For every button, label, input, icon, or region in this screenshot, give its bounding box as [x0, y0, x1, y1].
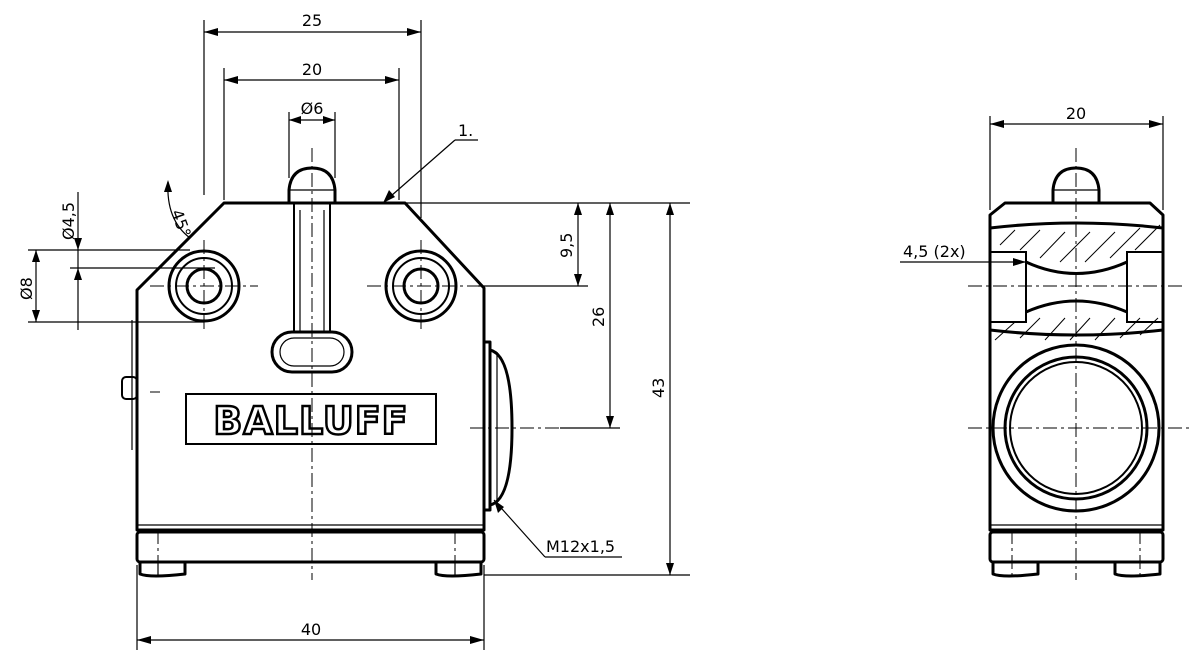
dim-dia-6: Ø6: [301, 99, 324, 118]
dim-26: 26: [589, 307, 608, 327]
section-hatching: [994, 224, 1161, 341]
base-plate: [135, 530, 486, 564]
dim-9-5: 9,5: [557, 233, 576, 258]
conduit-entry: [484, 340, 492, 512]
dim-dia-8: Ø8: [17, 277, 36, 300]
dim-40: 40: [301, 620, 321, 639]
foot-right: [434, 562, 483, 578]
side-view: 20 4,5 (2x): [900, 104, 1190, 580]
dim-43: 43: [649, 378, 668, 398]
side-hole-note: 4,5 (2x): [903, 242, 966, 261]
thread-label: M12x1,5: [546, 537, 615, 556]
callout-1: 1.: [458, 121, 473, 140]
foot-left: [138, 562, 187, 578]
dim-dia-4-5: Ø4,5: [59, 202, 78, 240]
side-dim-20: 20: [1066, 104, 1086, 123]
logo-frame: [185, 393, 437, 445]
front-view: BALLUFF 25 20 Ø6: [17, 11, 690, 650]
dim-25: 25: [302, 11, 322, 30]
logo-text: BALLUFF: [213, 399, 408, 443]
plunger-stem: [293, 203, 331, 332]
side-bump: [121, 376, 138, 400]
housing-outline: [135, 201, 486, 532]
side-housing: [988, 201, 1165, 532]
dim-20-front: 20: [302, 60, 322, 79]
